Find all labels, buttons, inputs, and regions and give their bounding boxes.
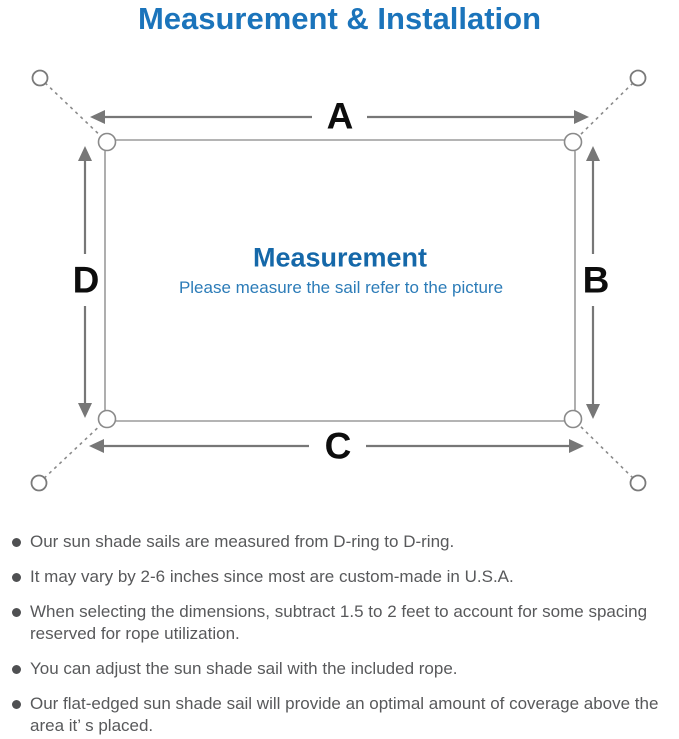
measurement-diagram bbox=[30, 69, 647, 492]
page-title: Measurement & Installation bbox=[137, 1, 542, 36]
arrow-a bbox=[90, 110, 589, 124]
sail-outline bbox=[104, 139, 576, 422]
arrow-b-head-bottom-icon bbox=[586, 404, 600, 419]
note-text: Our sun shade sails are measured from D-… bbox=[30, 532, 455, 551]
note-text: It may vary by 2-6 inches since most are… bbox=[30, 567, 514, 586]
tension-line-bottom-left bbox=[38, 419, 107, 484]
arrow-c bbox=[89, 439, 584, 453]
anchor-point-bottom-left-icon bbox=[30, 474, 48, 492]
dimension-arrows bbox=[78, 110, 600, 453]
d-ring-top-right-icon bbox=[563, 132, 583, 152]
d-ring-bottom-left-icon bbox=[97, 409, 117, 429]
arrow-b-head-top-icon bbox=[586, 146, 600, 161]
anchor-point-top-left-icon bbox=[31, 69, 49, 87]
bullet-icon bbox=[12, 608, 21, 617]
anchor-points bbox=[30, 69, 647, 492]
bullet-icon bbox=[12, 665, 21, 674]
list-item: When selecting the dimensions, subtract … bbox=[10, 601, 673, 645]
anchor-point-bottom-right-icon bbox=[629, 474, 647, 492]
list-item: It may vary by 2-6 inches since most are… bbox=[10, 566, 673, 588]
arrow-b bbox=[586, 146, 600, 419]
bullet-icon bbox=[12, 573, 21, 582]
list-item: Our flat-edged sun shade sail will provi… bbox=[10, 693, 673, 737]
list-item: Our sun shade sails are measured from D-… bbox=[10, 531, 673, 553]
list-item: You can adjust the sun shade sail with t… bbox=[10, 658, 673, 680]
d-rings bbox=[97, 132, 583, 429]
arrow-a-head-right-icon bbox=[574, 110, 589, 124]
tension-line-top-right bbox=[573, 77, 639, 142]
arrow-c-head-left-icon bbox=[89, 439, 104, 453]
sail-center-heading: Measurement bbox=[252, 242, 428, 273]
bullet-icon bbox=[12, 538, 21, 547]
notes-list: Our sun shade sails are measured from D-… bbox=[10, 531, 673, 739]
sail-center-subtitle: Please measure the sail refer to the pic… bbox=[178, 278, 504, 297]
dimension-label-d: D bbox=[72, 259, 100, 301]
arrow-d-head-bottom-icon bbox=[78, 403, 92, 418]
arrow-c-head-right-icon bbox=[569, 439, 584, 453]
bullet-icon bbox=[12, 700, 21, 709]
dimension-label-a: A bbox=[326, 95, 354, 137]
d-ring-top-left-icon bbox=[97, 132, 117, 152]
tension-line-top-left bbox=[39, 77, 107, 142]
note-text: When selecting the dimensions, subtract … bbox=[30, 602, 648, 643]
arrow-a-head-left-icon bbox=[90, 110, 105, 124]
dimension-label-b: B bbox=[582, 259, 610, 301]
tension-line-bottom-right bbox=[573, 419, 639, 484]
note-text: Our flat-edged sun shade sail will provi… bbox=[30, 694, 659, 735]
dimension-label-c: C bbox=[324, 425, 352, 467]
d-ring-bottom-right-icon bbox=[563, 409, 583, 429]
note-text: You can adjust the sun shade sail with t… bbox=[30, 659, 458, 678]
anchor-point-top-right-icon bbox=[629, 69, 647, 87]
tension-lines bbox=[38, 77, 639, 484]
arrow-d bbox=[78, 146, 92, 418]
arrow-d-head-top-icon bbox=[78, 146, 92, 161]
